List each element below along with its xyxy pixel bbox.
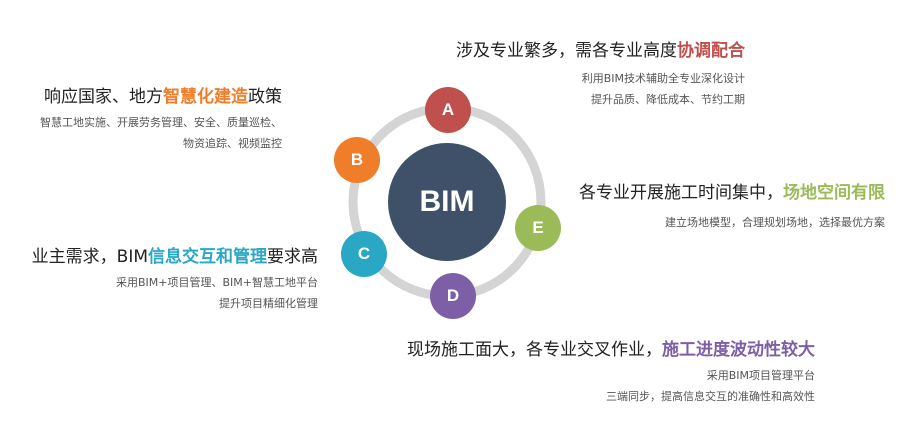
item-a-title-text: 涉及专业繁多，需各专业高度 bbox=[456, 41, 677, 61]
item-b-line-2: 物资追踪、视频监控 bbox=[183, 137, 282, 150]
item-a-title: 涉及专业繁多，需各专业高度协调配合 bbox=[456, 40, 745, 62]
node-b-label: B bbox=[350, 150, 364, 169]
item-e-highlight: 场地空间有限 bbox=[783, 183, 885, 203]
item-d: 现场施工面大，各专业交叉作业，施工进度波动性较大 采用BIM项目管理平台 三端同… bbox=[407, 339, 815, 407]
item-a: 涉及专业繁多，需各专业高度协调配合 利用BIM技术辅助全专业深化设计 提升品质、… bbox=[456, 40, 745, 110]
node-c-label: C bbox=[357, 244, 371, 263]
item-b-title-text: 响应国家、地方 bbox=[44, 87, 163, 107]
item-c-title: 业主需求，BIM信息交互和管理要求高 bbox=[32, 246, 318, 268]
item-a-highlight: 协调配合 bbox=[677, 41, 745, 61]
bim-center-circle: BIM bbox=[388, 143, 506, 261]
node-c: C bbox=[341, 231, 387, 277]
item-c-title-text: 业主需求，BIM bbox=[31, 247, 148, 267]
item-e-title: 各专业开展施工时间集中，场地空间有限 bbox=[579, 182, 885, 204]
center-label: BIM bbox=[419, 185, 475, 218]
item-b-title-suffix: 政策 bbox=[248, 87, 282, 107]
item-a-line-1: 利用BIM技术辅助全专业深化设计 bbox=[581, 72, 745, 85]
node-e-label: E bbox=[532, 218, 544, 237]
item-a-line-2: 提升品质、降低成本、节约工期 bbox=[591, 93, 745, 106]
item-e-line-1: 建立场地模型，合理规划场地，选择最优方案 bbox=[665, 216, 885, 229]
node-d-label: D bbox=[446, 286, 460, 305]
node-e: E bbox=[515, 205, 561, 251]
item-d-line-2: 三端同步，提高信息交互的准确性和高效性 bbox=[606, 390, 815, 403]
item-e: 各专业开展施工时间集中，场地空间有限 建立场地模型，合理规划场地，选择最优方案 bbox=[579, 182, 885, 233]
item-e-title-text: 各专业开展施工时间集中， bbox=[579, 183, 783, 203]
item-c-title-suffix: 要求高 bbox=[267, 247, 318, 267]
node-b: B bbox=[334, 137, 380, 183]
item-b-line-1: 智慧工地实施、开展劳务管理、安全、质量巡检、 bbox=[40, 116, 282, 129]
item-d-highlight: 施工进度波动性较大 bbox=[662, 340, 815, 360]
item-c-highlight: 信息交互和管理 bbox=[148, 247, 267, 267]
item-c-line-2: 提升项目精细化管理 bbox=[219, 297, 318, 310]
item-b: 响应国家、地方智慧化建造政策 智慧工地实施、开展劳务管理、安全、质量巡检、 物资… bbox=[40, 86, 282, 154]
item-b-title: 响应国家、地方智慧化建造政策 bbox=[40, 86, 282, 108]
item-d-title-text: 现场施工面大，各专业交叉作业， bbox=[407, 340, 662, 360]
node-d: D bbox=[430, 273, 476, 319]
item-c: 业主需求，BIM信息交互和管理要求高 采用BIM+项目管理、BIM+智慧工地平台… bbox=[32, 246, 318, 314]
item-d-title: 现场施工面大，各专业交叉作业，施工进度波动性较大 bbox=[407, 339, 815, 361]
node-a: A bbox=[425, 87, 471, 133]
node-a-label: A bbox=[441, 100, 455, 119]
item-b-highlight: 智慧化建造 bbox=[163, 87, 248, 107]
item-d-line-1: 采用BIM项目管理平台 bbox=[706, 369, 815, 382]
item-c-line-1: 采用BIM+项目管理、BIM+智慧工地平台 bbox=[116, 276, 318, 289]
